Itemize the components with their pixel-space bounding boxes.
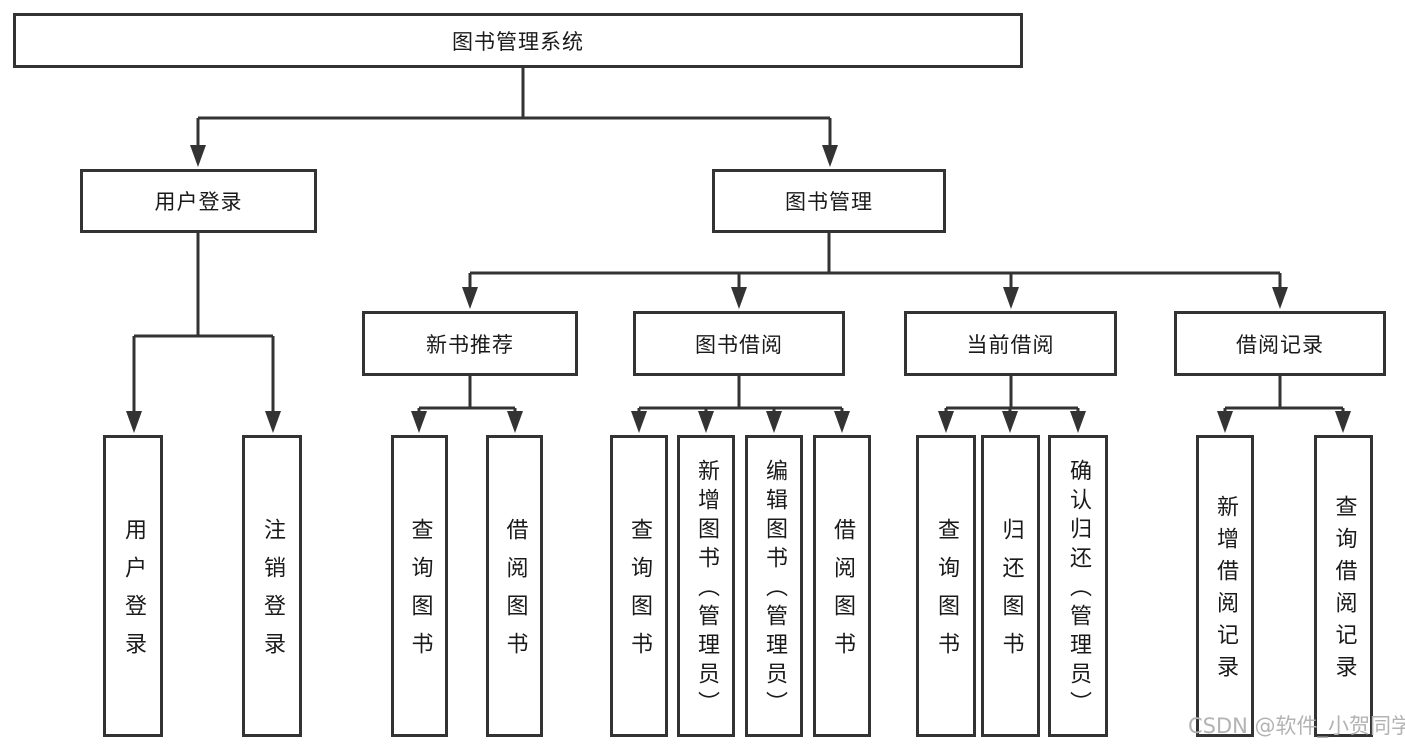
leaf-logout: 注销登录	[242, 435, 302, 737]
node-borrow-records-label: 借阅记录	[1236, 332, 1324, 357]
node-current-borrow-label: 当前借阅	[966, 332, 1055, 357]
node-book-borrow: 图书借阅	[633, 311, 845, 376]
leaf-confirm-return-admin: 确认归还（管理员）	[1048, 435, 1108, 737]
node-borrow-records: 借阅记录	[1174, 311, 1386, 376]
leaf-edit-books-admin: 编辑图书（管理员）	[745, 435, 803, 737]
leaf-edit-books-admin-label: 编辑图书（管理员）	[762, 459, 787, 720]
node-book-borrow-label: 图书借阅	[695, 332, 783, 357]
leaf-confirm-return-admin-label: 确认归还（管理员）	[1066, 459, 1091, 720]
node-book-management: 图书管理	[712, 169, 946, 233]
leaf-borrow-query-books: 查询图书	[610, 435, 668, 737]
leaf-user-login: 用户登录	[103, 435, 163, 737]
leaf-add-borrow-record: 新增借阅记录	[1196, 435, 1254, 737]
node-user-login-label: 用户登录	[154, 190, 243, 214]
node-root-label: 图书管理系统	[452, 29, 584, 54]
leaf-user-login-label: 用户登录	[121, 518, 146, 670]
leaf-add-books-admin: 新增图书（管理员）	[677, 435, 735, 737]
leaf-newbook-query-books-label: 查询图书	[407, 518, 433, 670]
leaf-add-borrow-record-label: 新增借阅记录	[1213, 495, 1238, 687]
leaf-return-books: 归还图书	[981, 435, 1040, 737]
leaf-newbook-borrow-books-label: 借阅图书	[502, 518, 528, 670]
leaf-current-query-books: 查询图书	[916, 435, 976, 737]
leaf-borrow-books-label: 借阅图书	[830, 518, 855, 670]
csdn-watermark: CSDN @软件_小贺同学	[1188, 714, 1405, 738]
leaf-current-query-books-label: 查询图书	[934, 518, 959, 670]
leaf-query-borrow-record-label: 查询借阅记录	[1331, 495, 1357, 687]
leaf-logout-label: 注销登录	[260, 518, 285, 670]
leaf-newbook-query-books: 查询图书	[391, 435, 448, 737]
node-new-book-recommend-label: 新书推荐	[426, 332, 514, 357]
arrowheads	[126, 145, 1351, 433]
leaf-newbook-borrow-books: 借阅图书	[486, 435, 543, 737]
leaf-borrow-query-books-label: 查询图书	[627, 518, 652, 670]
leaf-query-borrow-record: 查询借阅记录	[1314, 435, 1373, 737]
node-current-borrow: 当前借阅	[904, 311, 1117, 376]
node-user-login: 用户登录	[80, 169, 317, 233]
leaf-return-books-label: 归还图书	[998, 518, 1024, 670]
leaf-add-books-admin-label: 新增图书（管理员）	[694, 459, 719, 720]
node-book-management-label: 图书管理	[785, 190, 873, 214]
node-root: 图书管理系统	[13, 13, 1023, 68]
leaf-borrow-books: 借阅图书	[813, 435, 871, 737]
node-new-book-recommend: 新书推荐	[362, 311, 578, 376]
